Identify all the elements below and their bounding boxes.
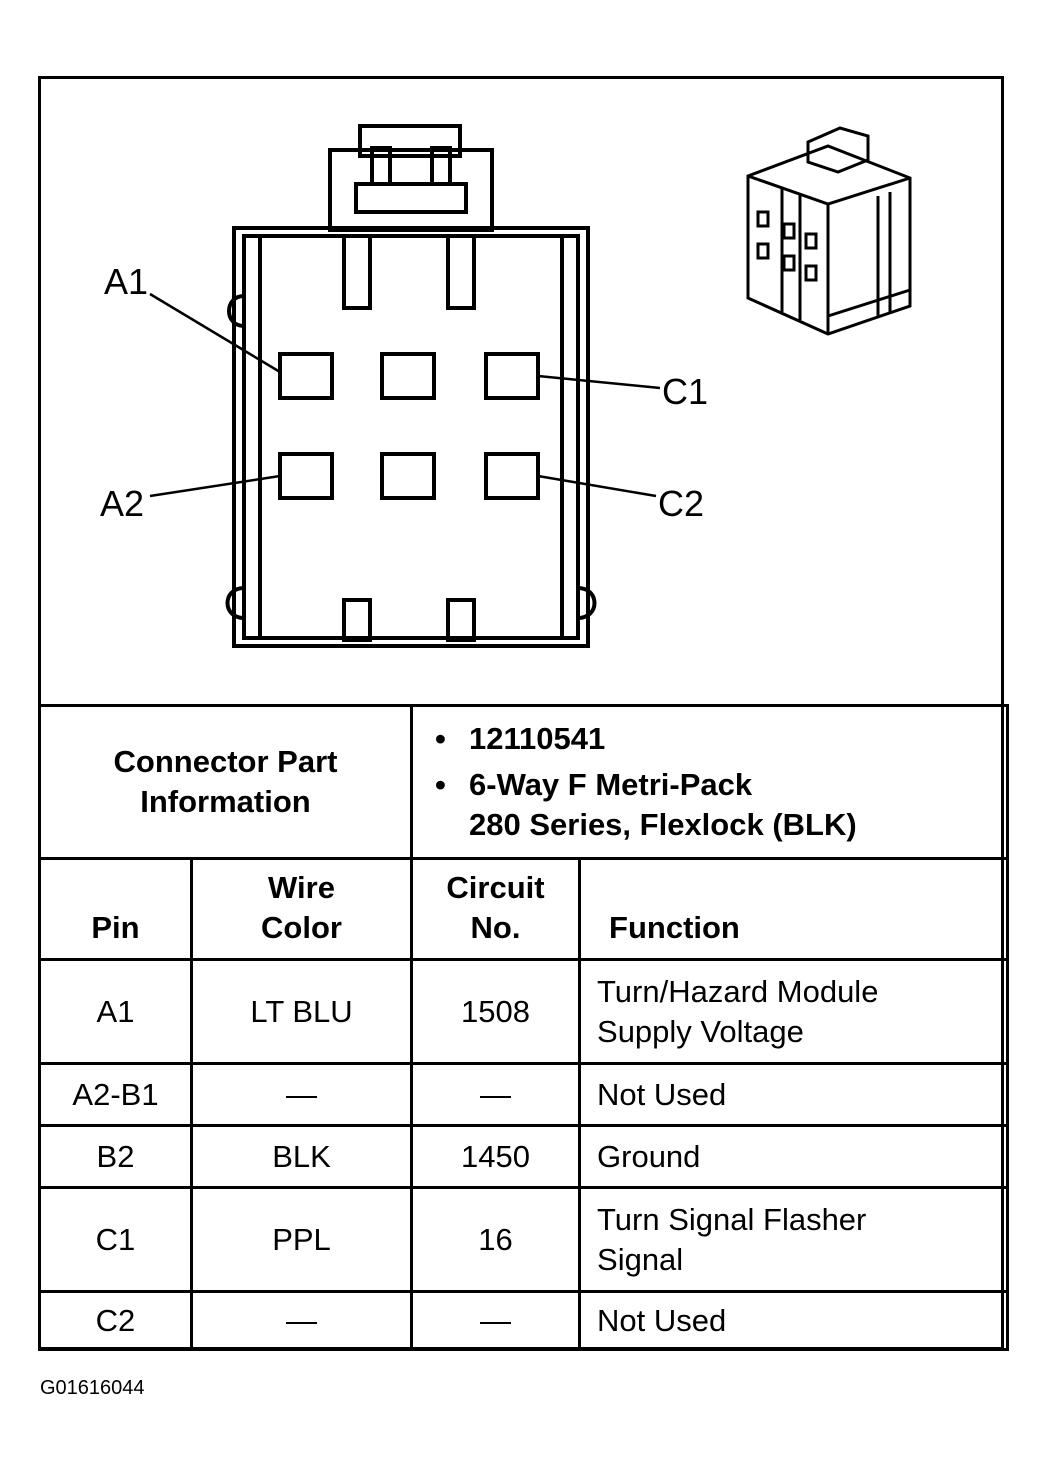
cavity-a1 xyxy=(278,352,334,400)
cell-wire-color: LT BLU xyxy=(189,958,414,1065)
connector-part-label-line1: Connector Part xyxy=(113,744,338,779)
pin-label-c2: C2 xyxy=(658,483,704,524)
part-number: 12110541 xyxy=(435,719,1006,759)
table-row: B2 BLK 1450 Ground xyxy=(38,1124,1010,1189)
header-function-label: Function xyxy=(609,910,740,945)
latch-bar xyxy=(354,182,468,214)
latch-clip-left xyxy=(370,146,392,186)
guide-top-right xyxy=(446,234,476,310)
header-pin-label: Pin xyxy=(91,910,140,945)
connector-body-inner xyxy=(242,234,580,640)
cell-wire-color: — xyxy=(189,1062,414,1127)
cell-pin: C2 xyxy=(38,1290,193,1351)
cell-function: Not Used xyxy=(578,1062,1010,1127)
cell-circuit: — xyxy=(410,1062,582,1127)
table-row: C2 — — Not Used xyxy=(38,1290,1010,1351)
connector-info-table: Connector Part Information 12110541 6-Wa… xyxy=(37,704,1010,1351)
cell-wire-color: — xyxy=(189,1290,414,1351)
cell-wire-color: PPL xyxy=(189,1186,414,1293)
part-description-line1: 6-Way F Metri-Pack xyxy=(469,767,753,802)
pin-label-a2: A2 xyxy=(100,483,144,524)
table-row: A2-B1 — — Not Used xyxy=(38,1062,1010,1127)
cell-circuit: 1508 xyxy=(410,958,582,1065)
connector-part-label-line2: Information xyxy=(140,784,311,819)
cell-function-line1: Turn Signal Flasher xyxy=(597,1201,867,1237)
table-row: A1 LT BLU 1508 Turn/Hazard Module Supply… xyxy=(38,958,1010,1065)
part-description-line2: 280 Series, Flexlock (BLK) xyxy=(469,807,857,842)
cavity-a2 xyxy=(278,452,334,500)
cell-circuit: 16 xyxy=(410,1186,582,1293)
latch-clip-right xyxy=(430,146,452,186)
connector-body xyxy=(232,226,590,648)
part-description: 6-Way F Metri-Pack 280 Series, Flexlock … xyxy=(435,765,1006,845)
cavity-b1 xyxy=(380,352,436,400)
connector-part-label: Connector Part Information xyxy=(37,704,414,860)
pin-label-a1: A1 xyxy=(104,261,148,302)
side-clip-lower-left xyxy=(225,586,245,620)
table-row: C1 PPL 16 Turn Signal Flasher Signal xyxy=(38,1186,1010,1293)
header-circuit-line1: Circuit xyxy=(446,870,545,905)
cavity-b2 xyxy=(380,452,436,500)
leader-a1 xyxy=(149,292,281,374)
cell-pin: A2-B1 xyxy=(38,1062,193,1127)
header-function: Function xyxy=(578,857,1010,961)
header-wire-color-line1: Wire xyxy=(268,870,335,905)
pin-label-c1: C1 xyxy=(662,371,708,412)
cell-pin: C1 xyxy=(38,1186,193,1293)
header-wire-color-line2: Color xyxy=(261,910,342,945)
connector-isometric-icon xyxy=(746,126,912,336)
header-wire-color: Wire Color xyxy=(189,857,414,961)
side-clip-upper-left xyxy=(227,294,245,328)
guide-bottom-left xyxy=(342,598,372,642)
cell-function-line2: Signal xyxy=(597,1241,684,1277)
leader-c2 xyxy=(537,474,657,498)
guide-bottom-right xyxy=(446,598,476,642)
header-pin: Pin xyxy=(38,857,193,961)
cell-function-line2: Supply Voltage xyxy=(597,1013,804,1049)
connector-part-value: 12110541 6-Way F Metri-Pack 280 Series, … xyxy=(410,704,1010,860)
cell-function: Turn/Hazard Module Supply Voltage xyxy=(578,958,1010,1065)
figure-id: G01616044 xyxy=(40,1377,145,1399)
cavity-c2 xyxy=(484,452,540,500)
cell-function: Not Used xyxy=(578,1290,1010,1351)
cavity-c1 xyxy=(484,352,540,400)
leader-a2 xyxy=(149,474,281,498)
guide-top-left xyxy=(342,234,372,310)
side-clip-lower-right xyxy=(577,586,597,620)
latch-tab xyxy=(358,124,462,158)
cell-circuit: — xyxy=(410,1290,582,1351)
cell-function: Turn Signal Flasher Signal xyxy=(578,1186,1010,1293)
header-circuit-no: Circuit No. xyxy=(410,857,582,961)
connector-diagram: A1 A2 C1 C2 xyxy=(100,124,912,648)
cell-wire-color: BLK xyxy=(189,1124,414,1189)
table-header-row: Pin Wire Color Circuit No. Function xyxy=(38,857,1010,961)
header-circuit-line2: No. xyxy=(470,910,521,945)
cell-function: Ground xyxy=(578,1124,1010,1189)
cell-pin: B2 xyxy=(38,1124,193,1189)
cell-circuit: 1450 xyxy=(410,1124,582,1189)
leader-c1 xyxy=(537,374,661,390)
cell-function-line1: Turn/Hazard Module xyxy=(597,973,879,1009)
cell-pin: A1 xyxy=(38,958,193,1065)
connector-part-info-row: Connector Part Information 12110541 6-Wa… xyxy=(37,704,1010,860)
